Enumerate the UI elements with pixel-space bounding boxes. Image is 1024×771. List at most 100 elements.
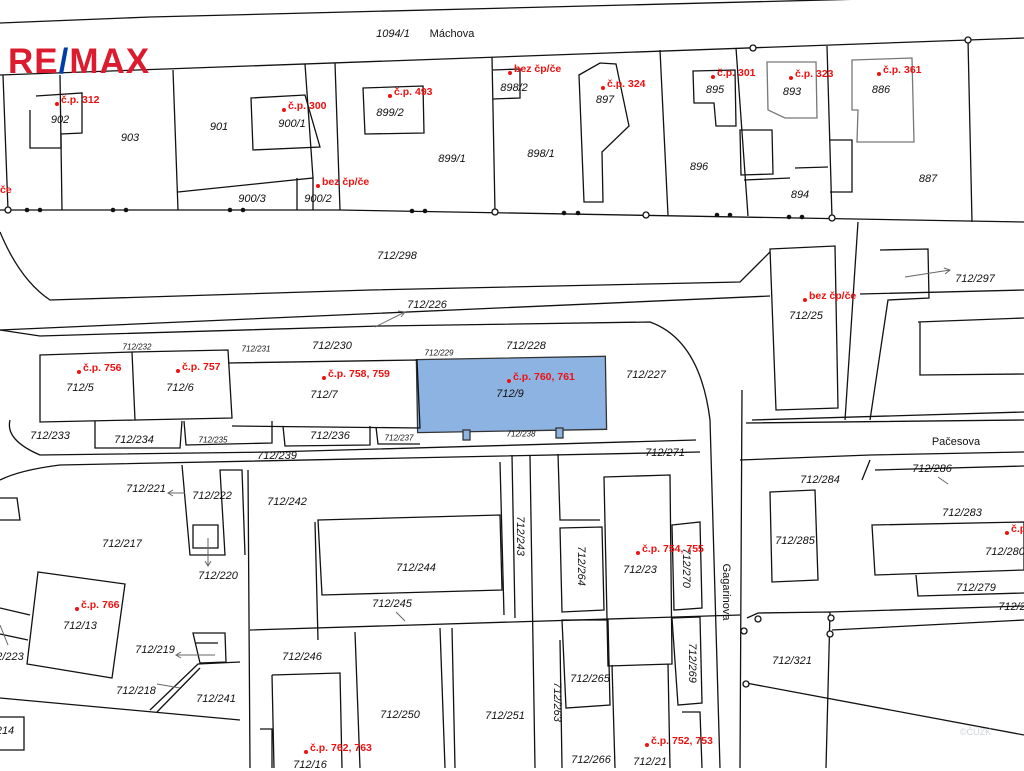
parcel-label[interactable]: 712/230 (312, 340, 352, 352)
parcel-label[interactable]: 900/3 (238, 193, 266, 205)
highlighted-parcel-712-9[interactable] (415, 355, 608, 434)
parcel-label[interactable]: 712/232 (122, 342, 152, 352)
parcel-label[interactable]: 898/1 (527, 148, 555, 160)
parcel-label[interactable]: 712/2 (998, 601, 1024, 613)
parcel-label[interactable]: 712/251 (485, 710, 525, 722)
street-name-pacesova: Pačesova (931, 436, 981, 448)
parcel-label[interactable]: 712/269 (686, 643, 698, 683)
parcel-label[interactable]: 898/2 (500, 82, 528, 94)
parcel-label[interactable]: 712/285 (775, 535, 815, 547)
parcel-label[interactable]: 712/217 (102, 538, 142, 550)
pointer-arrows (0, 267, 952, 689)
parcel-label[interactable]: 712/297 (955, 273, 995, 285)
parcel-label[interactable]: 712/246 (282, 651, 322, 663)
parcel-label[interactable]: 214 (0, 725, 15, 737)
parcel-label[interactable]: 712/229 (424, 348, 454, 358)
parcel-label[interactable]: 902 (50, 114, 70, 126)
parcel-label[interactable]: 712/222 (192, 490, 232, 502)
house-number-label: če (0, 184, 12, 196)
parcel-label[interactable]: 712/16 (293, 759, 327, 771)
parcel-label[interactable]: 2/223 (0, 651, 24, 663)
parcel-label[interactable]: 712/244 (396, 562, 436, 574)
parcel-label[interactable]: 712/233 (30, 430, 70, 442)
parcel-label[interactable]: 887 (918, 173, 938, 185)
street-name-machova: Máchova (429, 28, 475, 40)
parcel-label[interactable]: 712/265 (570, 673, 610, 685)
parcel-label[interactable]: 712/236 (310, 430, 350, 442)
parcel-label[interactable]: 712/280 (985, 546, 1024, 558)
parcel-label[interactable]: 712/243 (514, 516, 526, 556)
logo-text: MAX (69, 42, 151, 81)
house-number-label: č.p. 754, 755 (636, 543, 704, 555)
remax-logo: RE/MAX (8, 44, 150, 79)
parcel-label[interactable]: 899/1 (438, 153, 466, 165)
parcel-label[interactable]: 712/264 (575, 546, 587, 586)
parcel-label[interactable]: 712/250 (380, 709, 420, 721)
highlight-leg (555, 427, 564, 439)
parcel-label[interactable]: 712/279 (956, 582, 996, 594)
parcel-label[interactable]: 896 (689, 161, 709, 173)
parcel-label[interactable]: 712/228 (506, 340, 546, 352)
parcel-label-highlighted[interactable]: 712/9 (496, 388, 524, 400)
parcel-label[interactable]: 712/237 (384, 433, 414, 443)
house-number-label: č.p. 757 (176, 361, 221, 373)
parcel-label[interactable]: 893 (782, 86, 802, 98)
parcel-label[interactable]: 712/321 (772, 655, 812, 667)
parcel-label[interactable]: 712/283 (942, 507, 982, 519)
house-number-label: č.p. 756 (77, 362, 122, 374)
parcel-label[interactable]: 712/235 (198, 435, 228, 445)
parcel-label[interactable]: 712/234 (114, 434, 154, 446)
highlight-leg (462, 429, 471, 441)
parcel-label[interactable]: 712/298 (377, 250, 417, 262)
parcel-label[interactable]: 712/6 (166, 382, 194, 394)
boundary-markers (4, 36, 972, 688)
parcel-label[interactable]: 712/242 (267, 496, 307, 508)
parcel-label[interactable]: 712/5 (66, 382, 94, 394)
parcel-label[interactable]: 886 (871, 84, 891, 96)
boundary-points (24, 207, 805, 220)
house-number-label: č.p. 323 (789, 68, 834, 80)
house-number-label: č.p. 762, 763 (304, 742, 372, 754)
house-number-label: č.p. 758, 759 (322, 368, 390, 380)
parcel-label[interactable]: 712/263 (551, 682, 563, 722)
parcel-label[interactable]: 712/241 (196, 693, 236, 705)
parcel-label[interactable]: 712/231 (241, 344, 271, 354)
street-parcel-label: 1094/1 (376, 28, 410, 40)
parcel-label[interactable]: 903 (120, 132, 140, 144)
house-number-label: č.p (1004, 523, 1024, 535)
parcel-label[interactable]: 895 (705, 84, 725, 96)
parcel-label[interactable]: 712/13 (63, 620, 97, 632)
house-number-label: č.p. 361 (877, 64, 922, 76)
parcel-label[interactable]: 712/227 (626, 369, 666, 381)
parcel-label[interactable]: 712/7 (310, 389, 338, 401)
parcel-label[interactable]: 712/25 (789, 310, 823, 322)
logo-text: RE (8, 42, 59, 81)
house-number-label: č.p. 766 (75, 599, 120, 611)
parcel-label[interactable]: 712/271 (645, 447, 685, 459)
parcel-label[interactable]: 894 (790, 189, 810, 201)
parcel-label[interactable]: 712/218 (116, 685, 156, 697)
parcel-label[interactable]: 712/21 (633, 756, 667, 768)
house-number-label: č.p. 752, 753 (645, 735, 713, 747)
parcel-label[interactable]: 897 (595, 94, 615, 106)
parcel-label[interactable]: 901 (209, 121, 229, 133)
house-number-label: č.p. 493 (388, 86, 433, 98)
parcel-label[interactable]: 712/219 (135, 644, 175, 656)
parcel-label[interactable]: 900/2 (304, 193, 332, 205)
parcel-label[interactable]: 712/266 (571, 754, 611, 766)
parcel-label[interactable]: 899/2 (376, 107, 404, 119)
parcel-label[interactable]: 712/284 (800, 474, 840, 486)
house-number-label: č.p. 324 (601, 78, 646, 90)
parcel-label[interactable]: 712/245 (372, 598, 412, 610)
parcel-label[interactable]: 712/220 (198, 570, 238, 582)
parcel-label[interactable]: 712/221 (126, 483, 166, 495)
parcel-label[interactable]: 712/286 (912, 463, 952, 475)
parcel-label[interactable]: 712/226 (407, 299, 447, 311)
house-number-label: č.p. 301 (711, 67, 756, 79)
parcel-label[interactable]: 900/1 (278, 118, 306, 130)
parcel-label[interactable]: 712/23 (623, 564, 657, 576)
house-number-label: č.p. 300 (282, 100, 327, 112)
parcel-label[interactable]: 712/238 (506, 429, 536, 439)
parcel-label[interactable]: 712/239 (257, 450, 297, 462)
